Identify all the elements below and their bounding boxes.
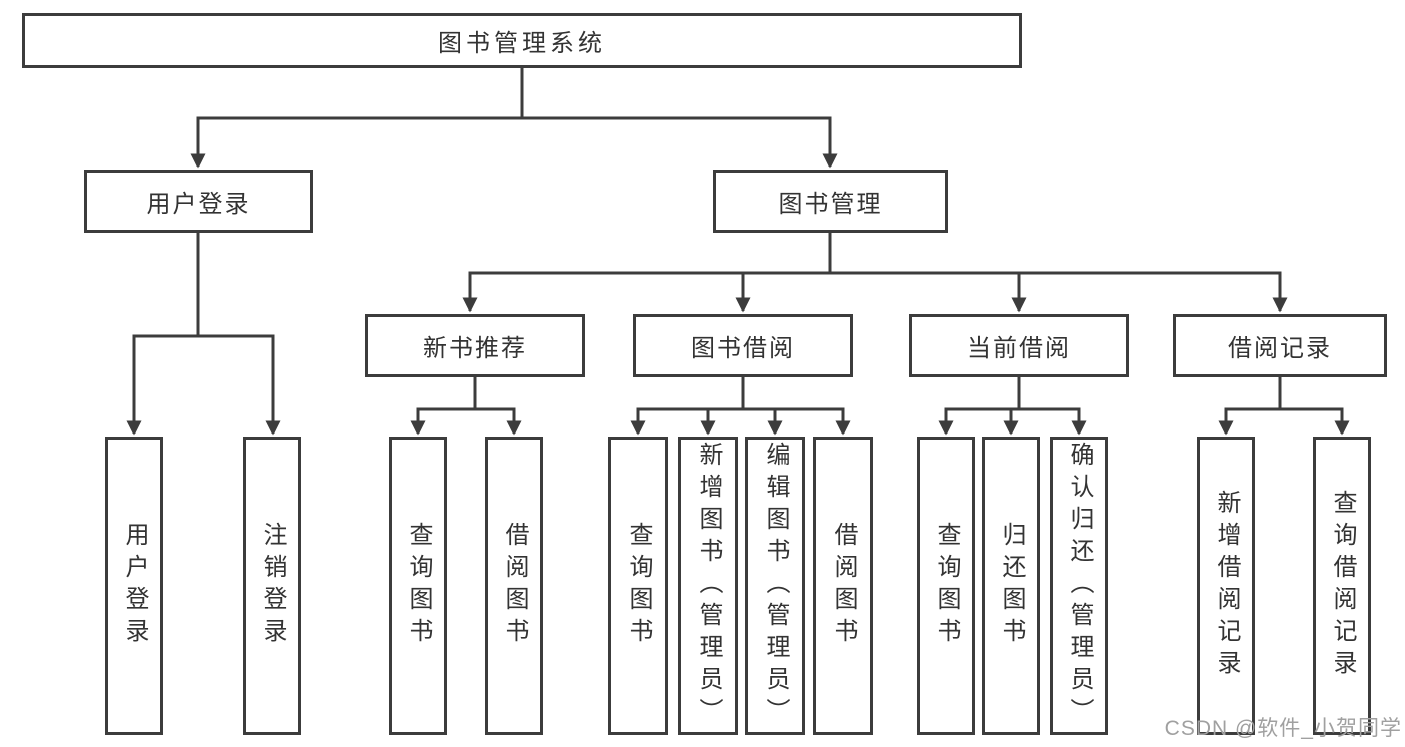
leaf-logout-label: 注销登录 <box>259 522 286 650</box>
leaf-query-books-recommend-label: 查询图书 <box>405 522 432 650</box>
connector-root-to-level2 <box>190 66 838 169</box>
leaf-query-borrow-records-label: 查询借阅记录 <box>1329 490 1356 682</box>
node-root: 图书管理系统 <box>22 13 1022 68</box>
node-book-management: 图书管理 <box>713 170 948 233</box>
leaf-borrow-books-borrowing-label: 借阅图书 <box>830 522 857 650</box>
node-borrowing-records: 借阅记录 <box>1173 314 1387 377</box>
leaf-borrow-books-recommend-label: 借阅图书 <box>501 522 528 650</box>
node-new-book-recommend-label: 新书推荐 <box>423 335 527 362</box>
leaf-edit-books-admin-label: 编辑图书（管理员） <box>762 442 789 730</box>
node-borrowing-records-label: 借阅记录 <box>1228 335 1332 362</box>
leaf-query-books-current-label: 查询图书 <box>933 522 960 650</box>
connector-book-borrowing-children <box>630 375 851 436</box>
node-root-label: 图书管理系统 <box>438 30 606 57</box>
node-new-book-recommend: 新书推荐 <box>365 314 585 377</box>
leaf-borrow-books-borrowing: 借阅图书 <box>813 437 873 735</box>
leaf-query-books-current: 查询图书 <box>917 437 975 735</box>
leaf-borrow-books-recommend: 借阅图书 <box>485 437 543 735</box>
leaf-add-books-admin-label: 新增图书（管理员） <box>695 442 722 730</box>
node-user-login-label: 用户登录 <box>146 191 251 218</box>
leaf-user-login-label: 用户登录 <box>121 522 148 650</box>
csdn-watermark: CSDN @软件_小贺同学 <box>1164 717 1402 740</box>
connector-new-book-recommend-children <box>410 375 522 436</box>
leaf-confirm-return-admin: 确认归还（管理员） <box>1050 437 1108 735</box>
node-current-borrowing: 当前借阅 <box>909 314 1129 377</box>
leaf-add-borrow-records-label: 新增借阅记录 <box>1213 490 1240 682</box>
node-book-management-label: 图书管理 <box>778 191 883 218</box>
leaf-logout: 注销登录 <box>243 437 301 735</box>
leaf-query-books-recommend: 查询图书 <box>389 437 447 735</box>
connector-user-login-children <box>126 231 281 436</box>
node-user-login: 用户登录 <box>84 170 313 233</box>
leaf-edit-books-admin: 编辑图书（管理员） <box>745 437 805 735</box>
leaf-query-borrow-records: 查询借阅记录 <box>1313 437 1371 735</box>
leaf-query-books-borrowing: 查询图书 <box>608 437 668 735</box>
connector-borrowing-records-children <box>1218 375 1350 436</box>
node-book-borrowing: 图书借阅 <box>633 314 853 377</box>
leaf-add-books-admin: 新增图书（管理员） <box>678 437 738 735</box>
connector-book-management-children <box>462 231 1288 313</box>
leaf-return-books-label: 归还图书 <box>998 522 1025 650</box>
node-book-borrowing-label: 图书借阅 <box>691 335 795 362</box>
leaf-query-books-borrowing-label: 查询图书 <box>625 522 652 650</box>
connector-current-borrowing-children <box>938 375 1087 436</box>
leaf-return-books: 归还图书 <box>982 437 1040 735</box>
leaf-add-borrow-records: 新增借阅记录 <box>1197 437 1255 735</box>
leaf-user-login: 用户登录 <box>105 437 163 735</box>
leaf-confirm-return-admin-label: 确认归还（管理员） <box>1066 442 1093 730</box>
node-current-borrowing-label: 当前借阅 <box>967 335 1071 362</box>
